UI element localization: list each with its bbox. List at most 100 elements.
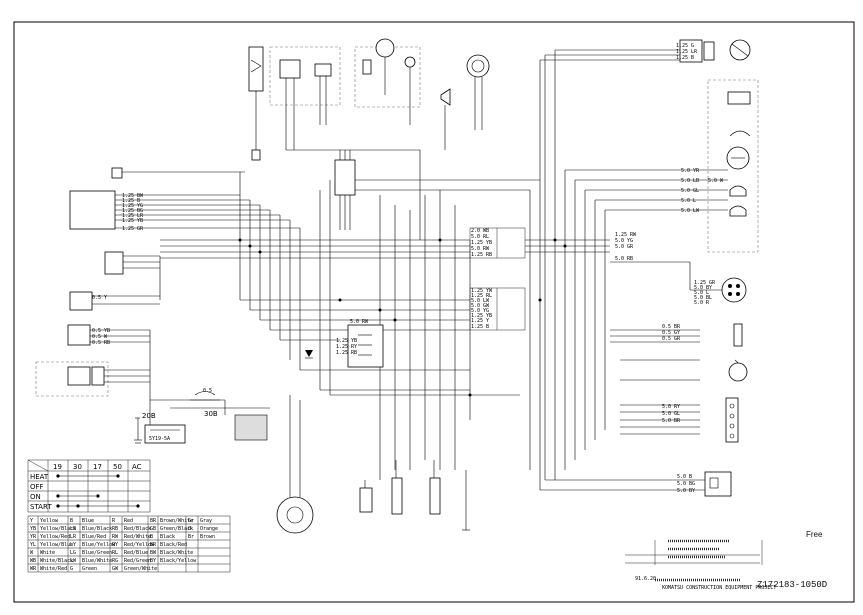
legend-color-name: Brown/White <box>160 518 193 524</box>
main-harness <box>149 150 540 480</box>
wire-label: 5.0 W <box>708 178 724 184</box>
legend-code: B <box>70 518 73 524</box>
harness-f-labels: 1.25 GR 5.0 BY 5.0 L 5.0 BL 5.0 R <box>694 280 716 306</box>
wire-label: 0.5 Y <box>92 295 107 301</box>
wire-label: 5.0 GW <box>471 303 490 309</box>
wire-label: 5.0 RL <box>471 234 489 240</box>
legend-color-name: Yellow <box>40 518 59 524</box>
title-block <box>625 539 763 582</box>
wire-label: 1.25 LR <box>676 49 698 55</box>
top-vertical-bundle <box>285 125 420 230</box>
legend-color-name: Blue <box>82 518 94 524</box>
harness-block-b <box>469 227 526 259</box>
legend-color-name: Yellow/Red <box>40 534 70 540</box>
wire-label: 5.0 GL <box>662 411 680 417</box>
wire-label: 1.25 Y <box>471 318 489 324</box>
legend-code: B <box>150 534 153 540</box>
drawing-date: 91.6.20 <box>635 576 656 582</box>
battery-model-label: 5Y19-5A <box>149 436 170 442</box>
legend-code: GW <box>112 566 119 572</box>
wire-label: 0.5 GY <box>662 330 680 336</box>
wire-label: 1.25 GR <box>694 280 716 286</box>
switch-block-labels: 5.0 RW 1.25 YB 1.25 RY 1.25 RB <box>336 319 369 356</box>
legend-color-name: Red/White <box>124 534 151 540</box>
gauge-cluster <box>680 79 759 253</box>
wire-label: 0.5 BR <box>662 324 681 330</box>
legend-color-name: Yellow/Black <box>40 526 76 532</box>
wire-label: 5.0 LB <box>681 178 699 184</box>
wire-label: 5.0 LW <box>681 208 700 214</box>
switch-row-on: ON <box>30 493 41 501</box>
color-legend-table <box>27 515 231 573</box>
wire-label: 1.25 YW <box>471 288 493 294</box>
wire-label: 5.0 RW <box>471 246 490 252</box>
legend-code: YL <box>30 542 36 548</box>
top-right-labels: 1.25 G 1.25 LR 1.25 B <box>676 43 698 61</box>
legend-code: BR <box>150 542 157 548</box>
harness-i-labels: 5.0 B 5.0 BG 5.0 BY <box>677 474 695 494</box>
harness-b-labels: 2.0 WB 5.0 RL 1.25 YB 5.0 RW 1.25 RB <box>471 228 492 258</box>
wire-label: 5.0 GR <box>615 244 634 250</box>
legend-color-name: Blue/White <box>82 558 112 564</box>
top-right-connector <box>679 39 751 63</box>
harness-e-labels: 1.25 RW 5.0 YG 5.0 GR 5.0 RB <box>615 232 637 262</box>
wire-label: 1.25 BG <box>122 208 143 214</box>
wire-label: 0.5 RB <box>92 340 110 346</box>
switch-row-off: OFF <box>30 483 44 491</box>
right-low-connector <box>725 397 739 443</box>
dashed-group-top <box>269 46 341 125</box>
legend-code: LB <box>70 526 76 532</box>
legend-color-name: Green/White <box>124 566 157 572</box>
alternator <box>276 395 314 534</box>
switch-col-19: 19 <box>53 463 62 471</box>
harness-c-labels: 1.25 YW 1.25 RL 5.0 LW 5.0 GW 5.0 YG 1.2… <box>471 288 493 330</box>
legend-color-name: Red/Black <box>124 526 151 532</box>
wire-label: 1.25 LR <box>122 213 144 219</box>
wire-label: 1.25 BW <box>122 193 144 199</box>
wire-label: 1.25 YB <box>471 313 492 319</box>
bottom-right-relay <box>704 471 732 497</box>
wire-label: 1.25 B <box>122 198 140 204</box>
legend-code: YR <box>30 534 37 540</box>
wire-label: 5.0 LW <box>471 298 490 304</box>
legend-color-name: Yellow/Blue <box>40 542 73 548</box>
round-connector-right <box>690 277 747 303</box>
legend-code: Br <box>188 534 194 540</box>
legend-color-name: Blue/Black <box>82 526 112 532</box>
top-switch-box <box>354 38 421 125</box>
legend-code: W <box>30 550 34 556</box>
left-components <box>35 167 124 397</box>
legend-code: Gr <box>188 518 194 524</box>
legend-color-name: White/Red <box>40 566 67 572</box>
wire-label: 1.25 B <box>676 55 694 61</box>
wire-label: 5.0 YG <box>471 308 489 314</box>
harness-h-labels: 5.0 RY 5.0 GL 5.0 BR <box>662 404 681 424</box>
switch-col-50: 50 <box>113 463 122 471</box>
legend-color-name: Red/Blue <box>124 550 148 556</box>
wire-label: 5.0 BL <box>694 295 712 301</box>
harness-g-labels: 0.5 BR 0.5 GY 0.5 GR <box>662 324 681 342</box>
legend-color-name: Black <box>160 534 175 540</box>
horn-symbol <box>440 88 451 150</box>
legend-code: Y <box>30 518 33 524</box>
harness-a-labels: 1.25 BW 1.25 B 1.25 YG 1.25 BG 1.25 LR 1… <box>122 193 144 232</box>
legend-code: LW <box>70 558 77 564</box>
wire-label: 5.0 BR <box>662 418 681 424</box>
wire-label: 5.0 L <box>694 290 709 296</box>
legend-color-name: White <box>40 550 55 556</box>
legend-color-name: Green/Black <box>160 526 193 532</box>
title-company: KOMATSU CONSTRUCTION EQUIPMENT PROJECT <box>662 585 776 591</box>
battery-cable-20b-label: 20B <box>142 412 156 420</box>
wire-label: 5.0 BY <box>694 285 712 291</box>
legend-color-name: Red <box>124 518 133 524</box>
right-mid-connector <box>728 323 748 382</box>
legend-color-name: Black/Red <box>160 542 187 548</box>
harness-block-c <box>469 287 526 331</box>
switch-block <box>305 324 384 368</box>
wire-label: 5.0 RW <box>350 319 369 325</box>
top-left-relay <box>248 46 264 161</box>
wire-label: 5.0 GL <box>681 188 699 194</box>
